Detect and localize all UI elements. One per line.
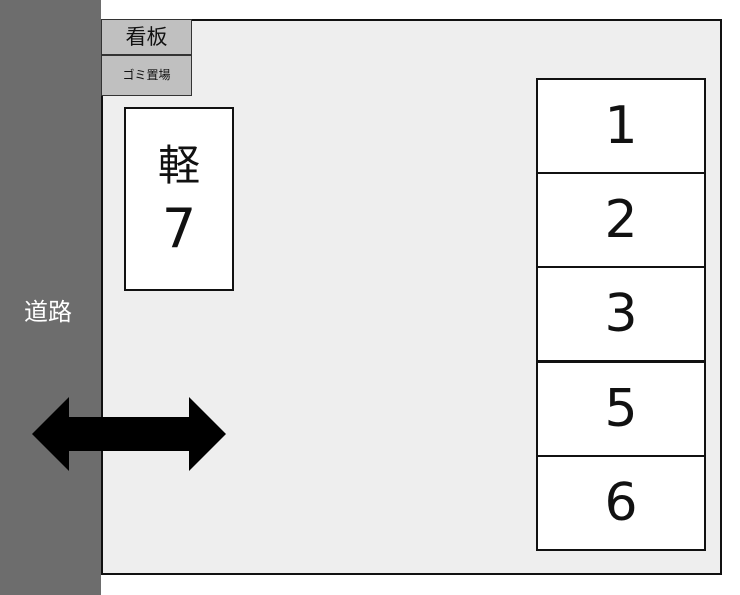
parking-space-5: 5 [536, 361, 706, 457]
road-label: 道路 [24, 298, 72, 326]
kei-space-label: 軽 [157, 141, 200, 190]
parking-space-1: 1 [536, 78, 706, 174]
double-arrow-icon [32, 397, 226, 471]
parking-space-3: 3 [536, 266, 706, 362]
kei-parking-space: 軽 7 [124, 107, 234, 291]
signboard: 看板 [101, 19, 192, 55]
road [0, 0, 101, 595]
parking-space-6: 6 [536, 455, 706, 551]
kei-space-number: 7 [161, 197, 197, 260]
parking-space-2: 2 [536, 172, 706, 268]
garbage-area: ゴミ置場 [101, 55, 192, 96]
